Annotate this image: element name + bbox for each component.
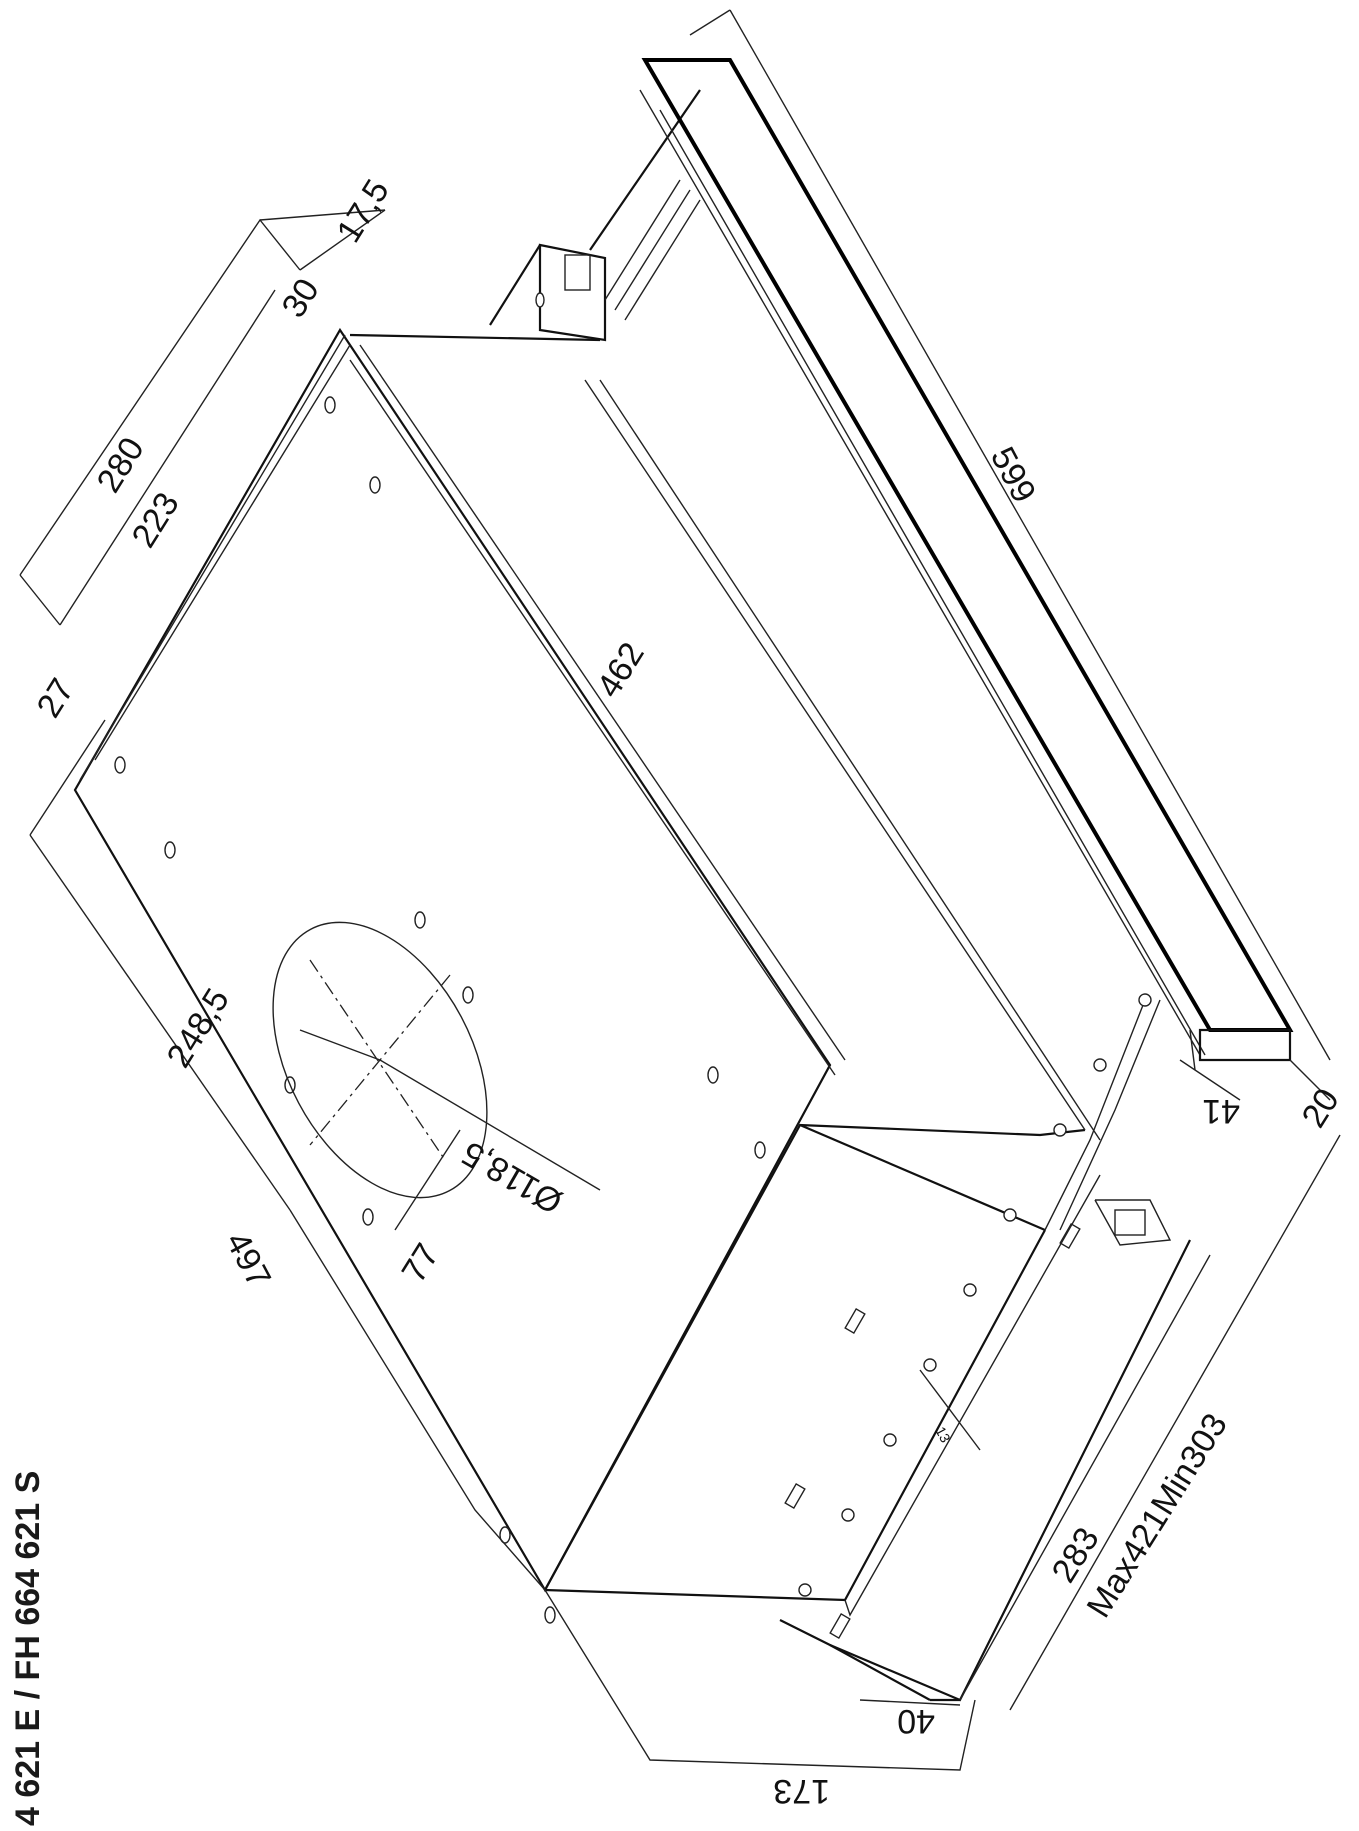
round-cutout — [272, 921, 601, 1199]
dim-462: 462 — [590, 636, 652, 704]
dim-497: 497 — [218, 1226, 278, 1294]
dim-13: 13 — [932, 1424, 954, 1445]
dim-173: 173 — [773, 1772, 830, 1810]
lower-box — [544, 379, 1191, 1702]
dim-40: 40 — [897, 1702, 935, 1740]
dim-max-min: Max421Min303 — [1080, 1407, 1235, 1624]
dim-118-5: Ø118,5 — [456, 1134, 569, 1221]
dim-223: 223 — [125, 486, 187, 554]
rear-housing — [349, 89, 701, 342]
model-title: 4 621 E / FH 664 621 S — [9, 1470, 47, 1826]
plate-holes — [114, 396, 766, 1624]
dim-20: 20 — [1295, 1082, 1347, 1134]
top-plate — [73, 327, 846, 1593]
dim-248-5: 248,5 — [160, 982, 237, 1074]
dimension-labels: 280 223 30 17,5 27 462 599 248,5 Ø118,5 … — [30, 173, 1347, 1810]
front-rail — [639, 58, 1294, 1071]
dim-41: 41 — [1202, 1092, 1240, 1130]
dim-280: 280 — [90, 431, 152, 499]
dim-30: 30 — [275, 272, 327, 324]
dim-17-5: 17,5 — [330, 173, 397, 249]
dimension-lines — [19, 9, 1341, 1771]
fasteners — [784, 993, 1152, 1639]
dim-77: 77 — [395, 1237, 447, 1289]
dim-599: 599 — [983, 441, 1043, 509]
dim-27: 27 — [30, 672, 82, 724]
